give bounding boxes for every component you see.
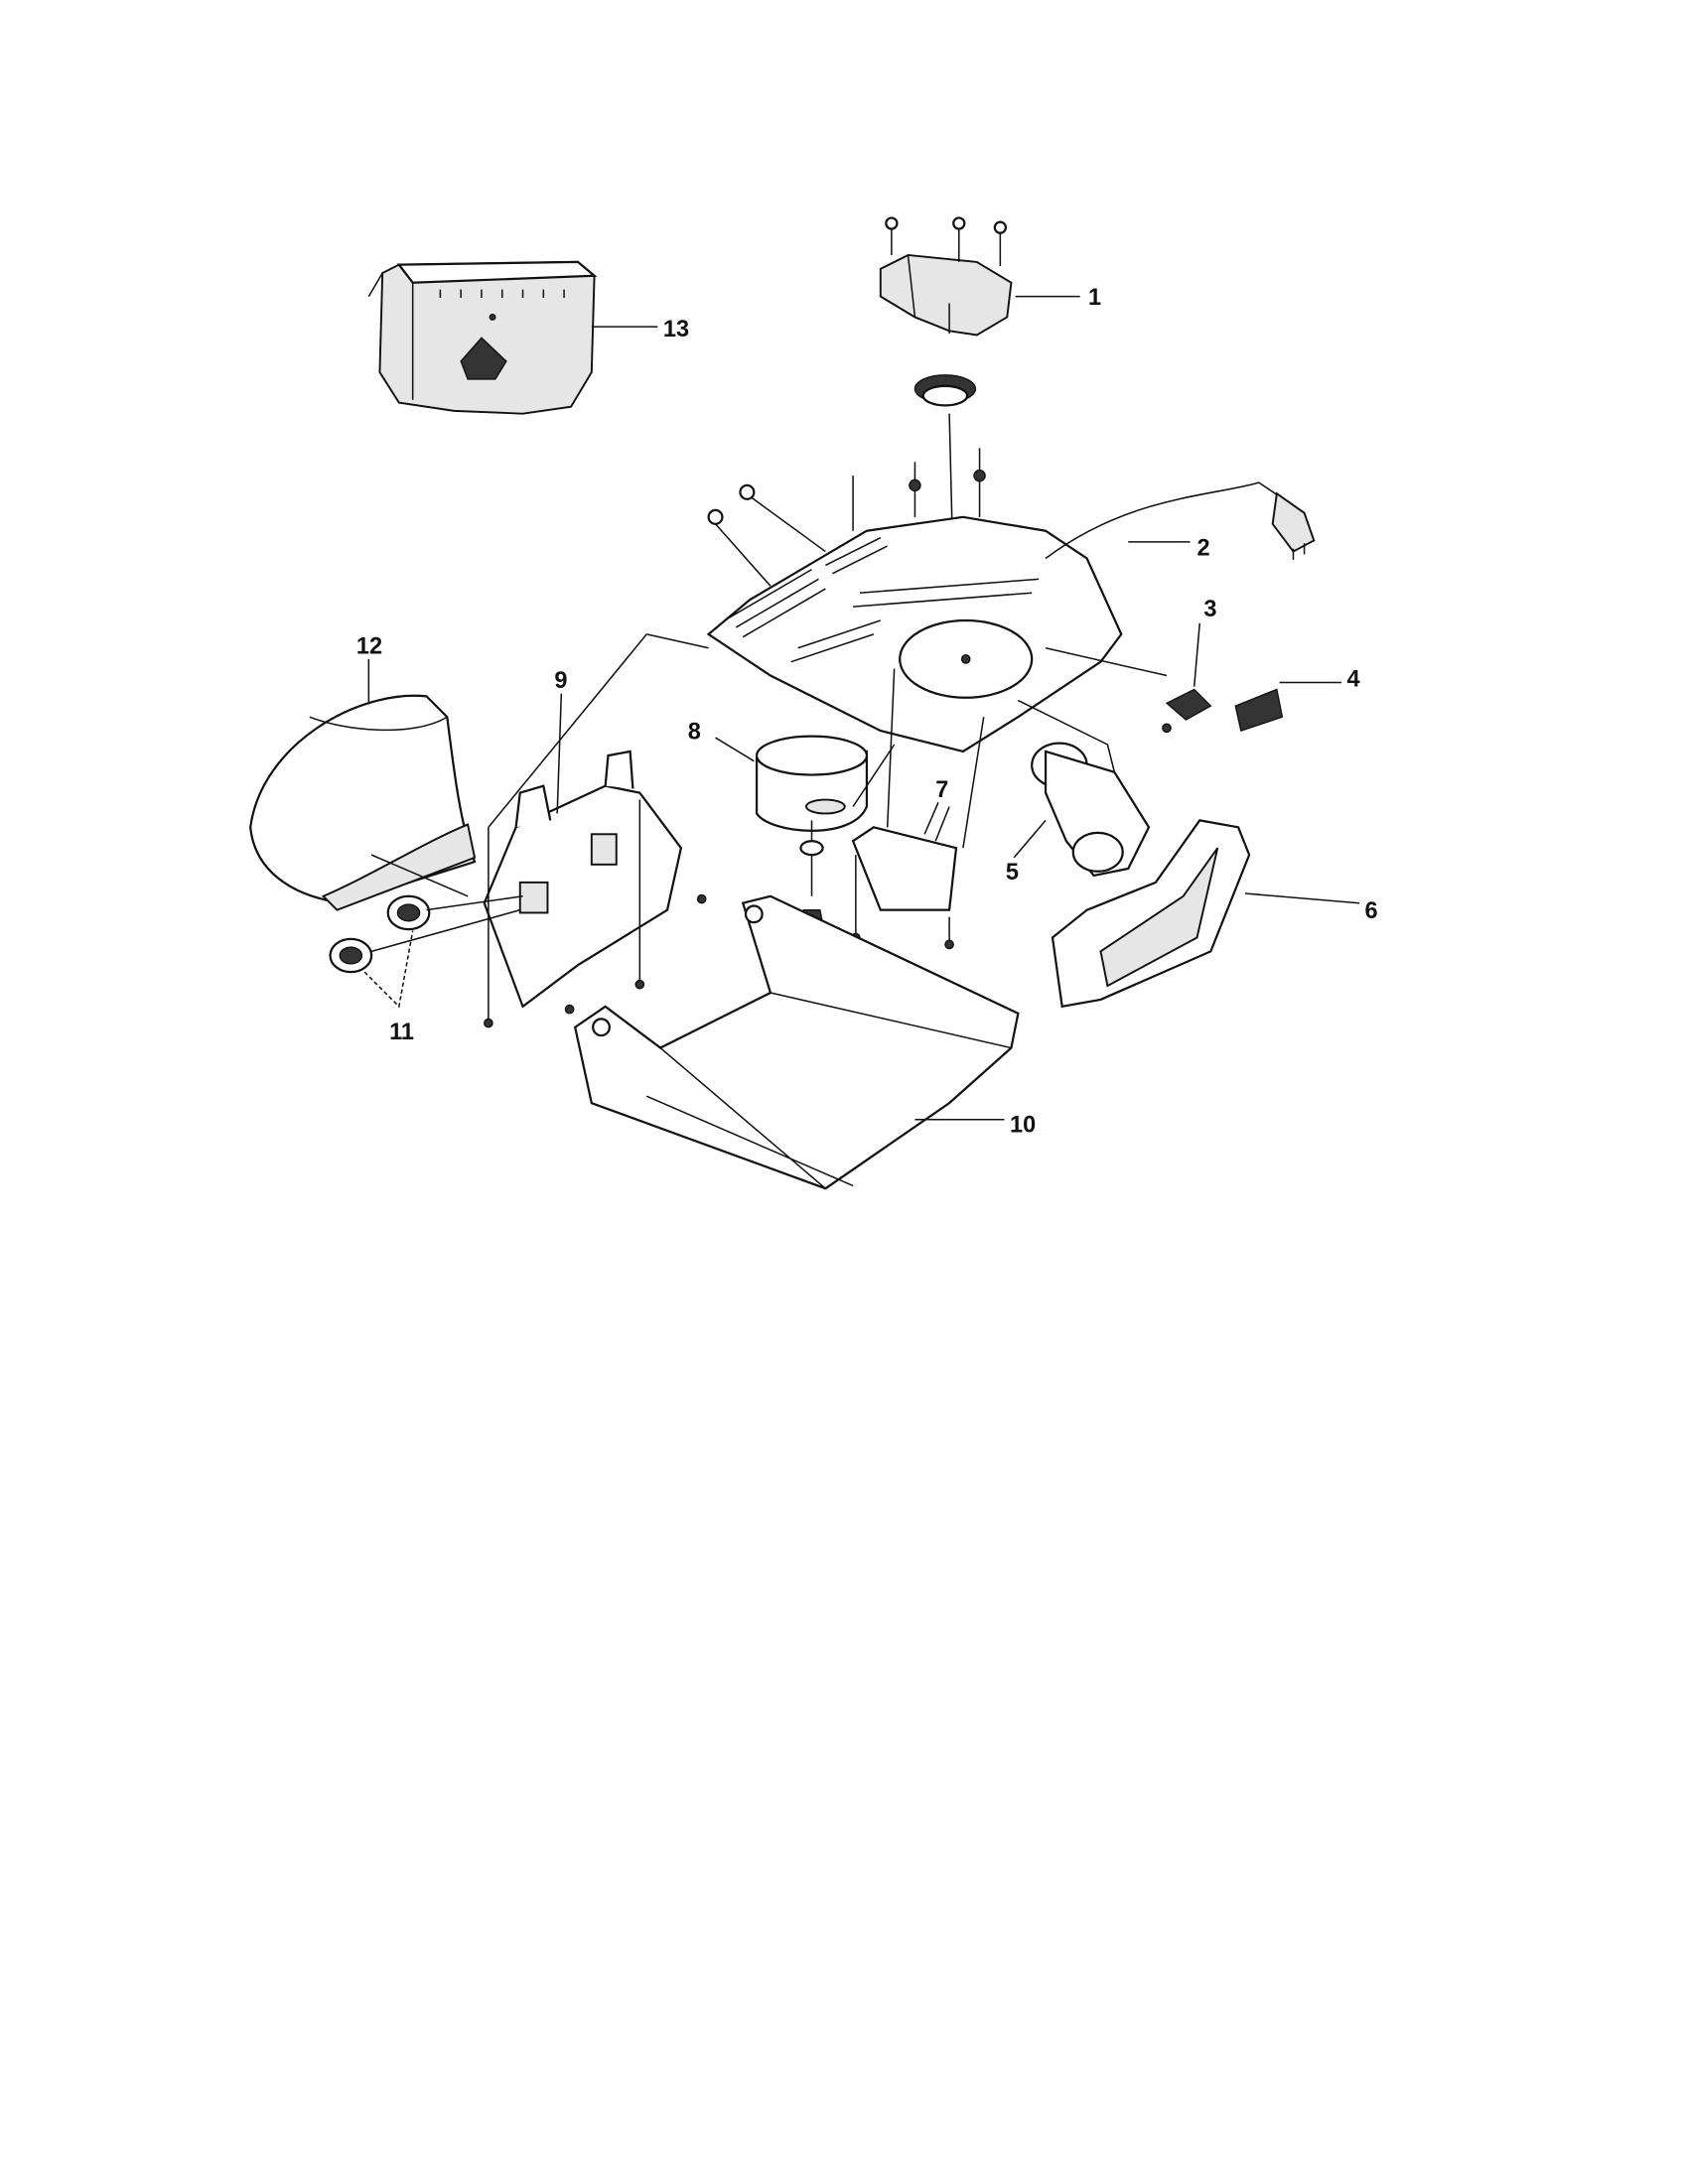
part-13-cover xyxy=(367,260,598,415)
callout-9: 9 xyxy=(554,667,567,693)
callout-10: 10 xyxy=(1010,1111,1036,1137)
part-12-end-cover xyxy=(249,658,477,911)
part-10-lens xyxy=(564,893,1020,1190)
leader-lines xyxy=(591,295,1080,859)
part-11-light-sockets xyxy=(329,894,523,1009)
callout-1: 1 xyxy=(1088,284,1101,310)
callout-13: 13 xyxy=(663,316,689,341)
callout-8: 8 xyxy=(688,718,701,744)
callout-4: 4 xyxy=(1347,666,1360,692)
callout-labels: 1 2 3 4 5 6 7 8 9 10 11 12 13 xyxy=(356,284,1378,1137)
part-9-bracket-plate xyxy=(483,633,709,1028)
part-6-end-panel xyxy=(1051,819,1360,1009)
part-8-transformer xyxy=(715,735,896,925)
callout-6: 6 xyxy=(1365,897,1378,923)
callout-3: 3 xyxy=(1203,596,1216,621)
callout-2: 2 xyxy=(1196,535,1209,561)
part-5-motor xyxy=(1018,699,1151,878)
part-2-chassis-plate xyxy=(706,448,1316,753)
part-1-gear-housing xyxy=(879,216,1013,524)
part-3-bracket xyxy=(1045,622,1212,734)
callout-5: 5 xyxy=(1006,859,1019,885)
callout-7: 7 xyxy=(935,776,948,802)
callout-12: 12 xyxy=(356,632,382,658)
callout-11: 11 xyxy=(389,1019,414,1044)
part-4-terminal-block xyxy=(1234,681,1341,733)
